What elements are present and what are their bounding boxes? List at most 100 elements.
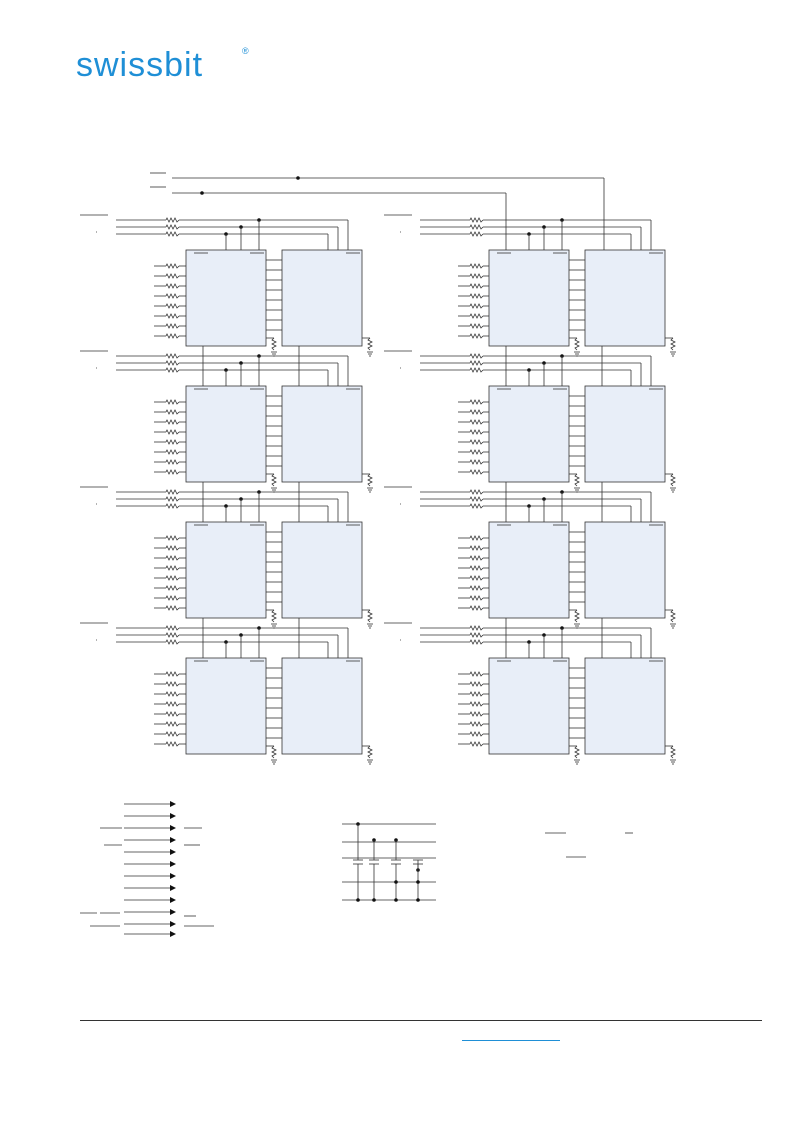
arrow-head (170, 897, 176, 903)
memory-chip-b (281, 249, 363, 347)
resistor (469, 575, 484, 581)
arrow-head (170, 909, 176, 915)
resistor (165, 439, 180, 445)
resistor (165, 367, 180, 373)
memory-chip-b (584, 385, 666, 483)
trademark-symbol: ® (242, 46, 249, 56)
resistor (165, 273, 180, 279)
resistor (469, 323, 484, 329)
swissbit-logo: swissbit ® (76, 46, 249, 84)
resistor (469, 367, 484, 373)
resistor (165, 293, 180, 299)
memory-chip-b (584, 249, 666, 347)
resistor (469, 639, 484, 645)
footer-link-underline[interactable] (462, 1040, 560, 1041)
resistor (165, 639, 180, 645)
arrow-head (170, 873, 176, 879)
memory-chip-a (185, 521, 267, 619)
memory-chip-a (488, 249, 570, 347)
junction-dot (372, 898, 376, 902)
brand-name: swissbit (76, 46, 203, 84)
termination-resistor (367, 609, 373, 623)
resistor (165, 681, 180, 687)
resistor (469, 585, 484, 591)
termination-resistor (574, 609, 580, 623)
arrow-head (170, 885, 176, 891)
junction-dot (416, 898, 420, 902)
termination-resistor (574, 473, 580, 487)
junction-dot (356, 898, 360, 902)
memory-chip-a (488, 385, 570, 483)
resistor (165, 283, 180, 289)
resistor (469, 625, 484, 631)
arrow-head (170, 813, 176, 819)
termination-resistor (670, 609, 676, 623)
resistor (165, 217, 180, 223)
memory-chip-a (185, 385, 267, 483)
resistor (165, 333, 180, 339)
resistor (469, 545, 484, 551)
resistor (165, 691, 180, 697)
resistor (469, 273, 484, 279)
resistor (165, 632, 180, 638)
resistor (165, 360, 180, 366)
memory-chip-a (185, 249, 267, 347)
resistor (469, 409, 484, 415)
resistor (469, 353, 484, 359)
resistor (165, 313, 180, 319)
junction-dot (416, 880, 420, 884)
junction-dot (394, 880, 398, 884)
resistor (165, 731, 180, 737)
resistor (469, 439, 484, 445)
termination-resistor (271, 609, 277, 623)
resistor (165, 535, 180, 541)
resistor (165, 399, 180, 405)
termination-resistor (367, 745, 373, 759)
resistor (469, 671, 484, 677)
resistor (165, 585, 180, 591)
memory-chip-a (185, 657, 267, 755)
termination-resistor (574, 337, 580, 351)
junction-dot (239, 225, 243, 229)
termination-resistor (670, 745, 676, 759)
junction-dot (296, 176, 300, 180)
resistor (469, 217, 484, 223)
termination-resistor (367, 473, 373, 487)
junction-dot (394, 898, 398, 902)
memory-module-schematic (80, 172, 676, 937)
resistor (165, 224, 180, 230)
memory-chip-b (281, 385, 363, 483)
resistor (165, 545, 180, 551)
memory-chip-b (281, 657, 363, 755)
termination-resistor (271, 745, 277, 759)
resistor (165, 701, 180, 707)
termination-resistor (271, 337, 277, 351)
resistor (469, 313, 484, 319)
resistor (165, 323, 180, 329)
resistor (469, 595, 484, 601)
resistor (469, 555, 484, 561)
arrow-head (170, 849, 176, 855)
resistor (469, 535, 484, 541)
resistor (469, 449, 484, 455)
resistor (165, 353, 180, 359)
resistor (469, 741, 484, 747)
resistor (469, 459, 484, 465)
resistor (165, 671, 180, 677)
resistor (469, 231, 484, 237)
junction-dot (200, 191, 204, 195)
arrow-head (170, 861, 176, 867)
resistor (165, 741, 180, 747)
resistor (165, 459, 180, 465)
resistor (165, 575, 180, 581)
resistor (469, 429, 484, 435)
resistor (469, 489, 484, 495)
resistor (165, 595, 180, 601)
memory-chip-b (584, 657, 666, 755)
resistor (165, 503, 180, 509)
resistor (469, 283, 484, 289)
resistor (165, 409, 180, 415)
junction-dot (527, 232, 531, 236)
resistor (165, 231, 180, 237)
resistor (469, 303, 484, 309)
